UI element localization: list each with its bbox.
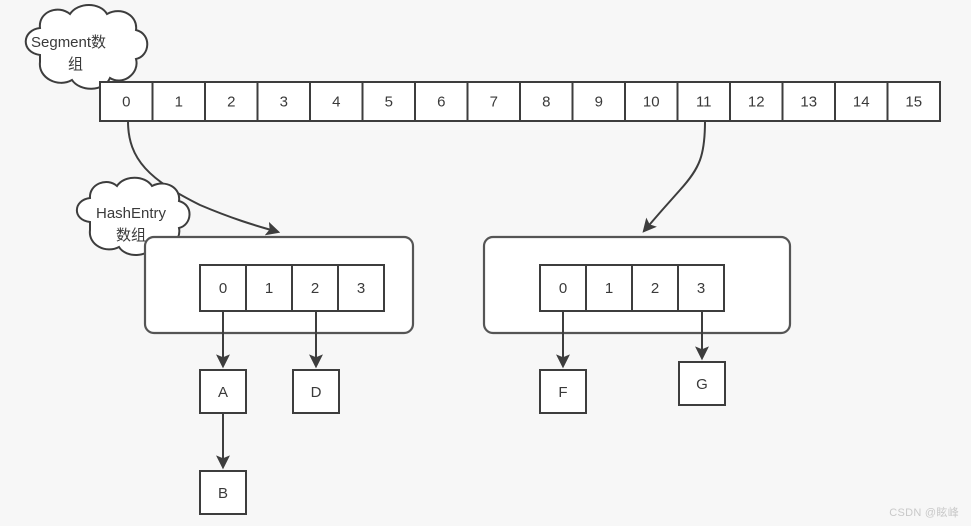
segment-cell-label-13: 13	[800, 94, 817, 111]
hashentry-array-right: 0 1 2 3	[539, 264, 725, 312]
segment-cloud-label-line2: 组	[68, 56, 83, 73]
hashentry-cell-label-left-2: 2	[311, 280, 319, 297]
node-f: F	[539, 369, 587, 414]
hashentry-array-cloud: HashEntry 数组	[75, 176, 191, 256]
segment-cell-4[interactable]	[309, 81, 364, 122]
node-g: G	[678, 361, 726, 406]
segment-cell-label-7: 7	[490, 94, 498, 111]
segment-cell-label-5: 5	[385, 94, 393, 111]
segment-cell-2[interactable]	[204, 81, 259, 122]
hashentry-cell-label-right-0: 0	[559, 280, 567, 297]
segment-cloud-label-line1: Segment数	[31, 34, 106, 51]
segment-cell-11[interactable]	[676, 81, 731, 122]
segment-cell-label-15: 15	[905, 94, 922, 111]
node-a-label: A	[218, 384, 228, 401]
hashentry-cloud-label-line2: 数组	[116, 227, 146, 244]
node-b: B	[199, 470, 247, 515]
hashentry-cloud-label-line1: HashEntry	[96, 205, 167, 222]
hashentry-cell-label-right-2: 2	[651, 280, 659, 297]
segment-cell-15[interactable]	[886, 81, 941, 122]
hashentry-cell-left-3[interactable]	[337, 264, 385, 312]
hashentry-cell-label-left-3: 3	[357, 280, 365, 297]
hashentry-cell-label-right-3: 3	[697, 280, 705, 297]
segment-cell-label-14: 14	[853, 94, 870, 111]
node-a: A	[199, 369, 247, 414]
node-f-label: F	[558, 384, 567, 401]
segment-cell-label-0: 0	[122, 94, 130, 111]
node-a-box	[199, 369, 247, 414]
node-b-box	[199, 470, 247, 515]
hashentry-array-left: 0 1 2 3	[199, 264, 385, 312]
node-d-box	[292, 369, 340, 414]
node-d-label: D	[311, 384, 322, 401]
segment-cell-label-12: 12	[748, 94, 765, 111]
hashentry-cell-right-2[interactable]	[631, 264, 679, 312]
node-b-label: B	[218, 485, 228, 502]
node-g-label: G	[696, 376, 708, 393]
connector-segment0-to-left-container	[127, 120, 281, 236]
hashentry-cell-left-1[interactable]	[245, 264, 293, 312]
segment-cell-label-2: 2	[227, 94, 235, 111]
hashentry-cell-label-left-0: 0	[219, 280, 227, 297]
segment-cell-7[interactable]	[466, 81, 521, 122]
segment-cell-label-6: 6	[437, 94, 445, 111]
segment-cell-13[interactable]	[781, 81, 836, 122]
node-d: D	[292, 369, 340, 414]
segment-cell-label-9: 9	[595, 94, 603, 111]
segment-cell-12[interactable]	[729, 81, 784, 122]
connector-segment11-to-right-container	[642, 120, 706, 233]
node-f-box	[539, 369, 587, 414]
hashentry-cell-label-left-1: 1	[265, 280, 273, 297]
segment-cell-label-4: 4	[332, 94, 340, 111]
node-g-box	[678, 361, 726, 406]
segment-cell-label-10: 10	[643, 94, 660, 111]
segment-cell-9[interactable]	[571, 81, 626, 122]
segment-cell-6[interactable]	[414, 81, 469, 122]
segment-cell-0[interactable]	[99, 81, 154, 122]
hashentry-cell-label-right-1: 1	[605, 280, 613, 297]
segment-array-cloud: Segment数 组	[24, 4, 149, 90]
csdn-watermark: CSDN @眩峰	[889, 507, 959, 519]
segment-cell-1[interactable]	[151, 81, 206, 122]
segment-cell-8[interactable]	[519, 81, 574, 122]
segment-cell-label-11: 11	[696, 94, 712, 111]
segment-cell-label-3: 3	[280, 94, 288, 111]
segment-cell-label-8: 8	[542, 94, 550, 111]
segment-cell-label-1: 1	[175, 94, 183, 111]
